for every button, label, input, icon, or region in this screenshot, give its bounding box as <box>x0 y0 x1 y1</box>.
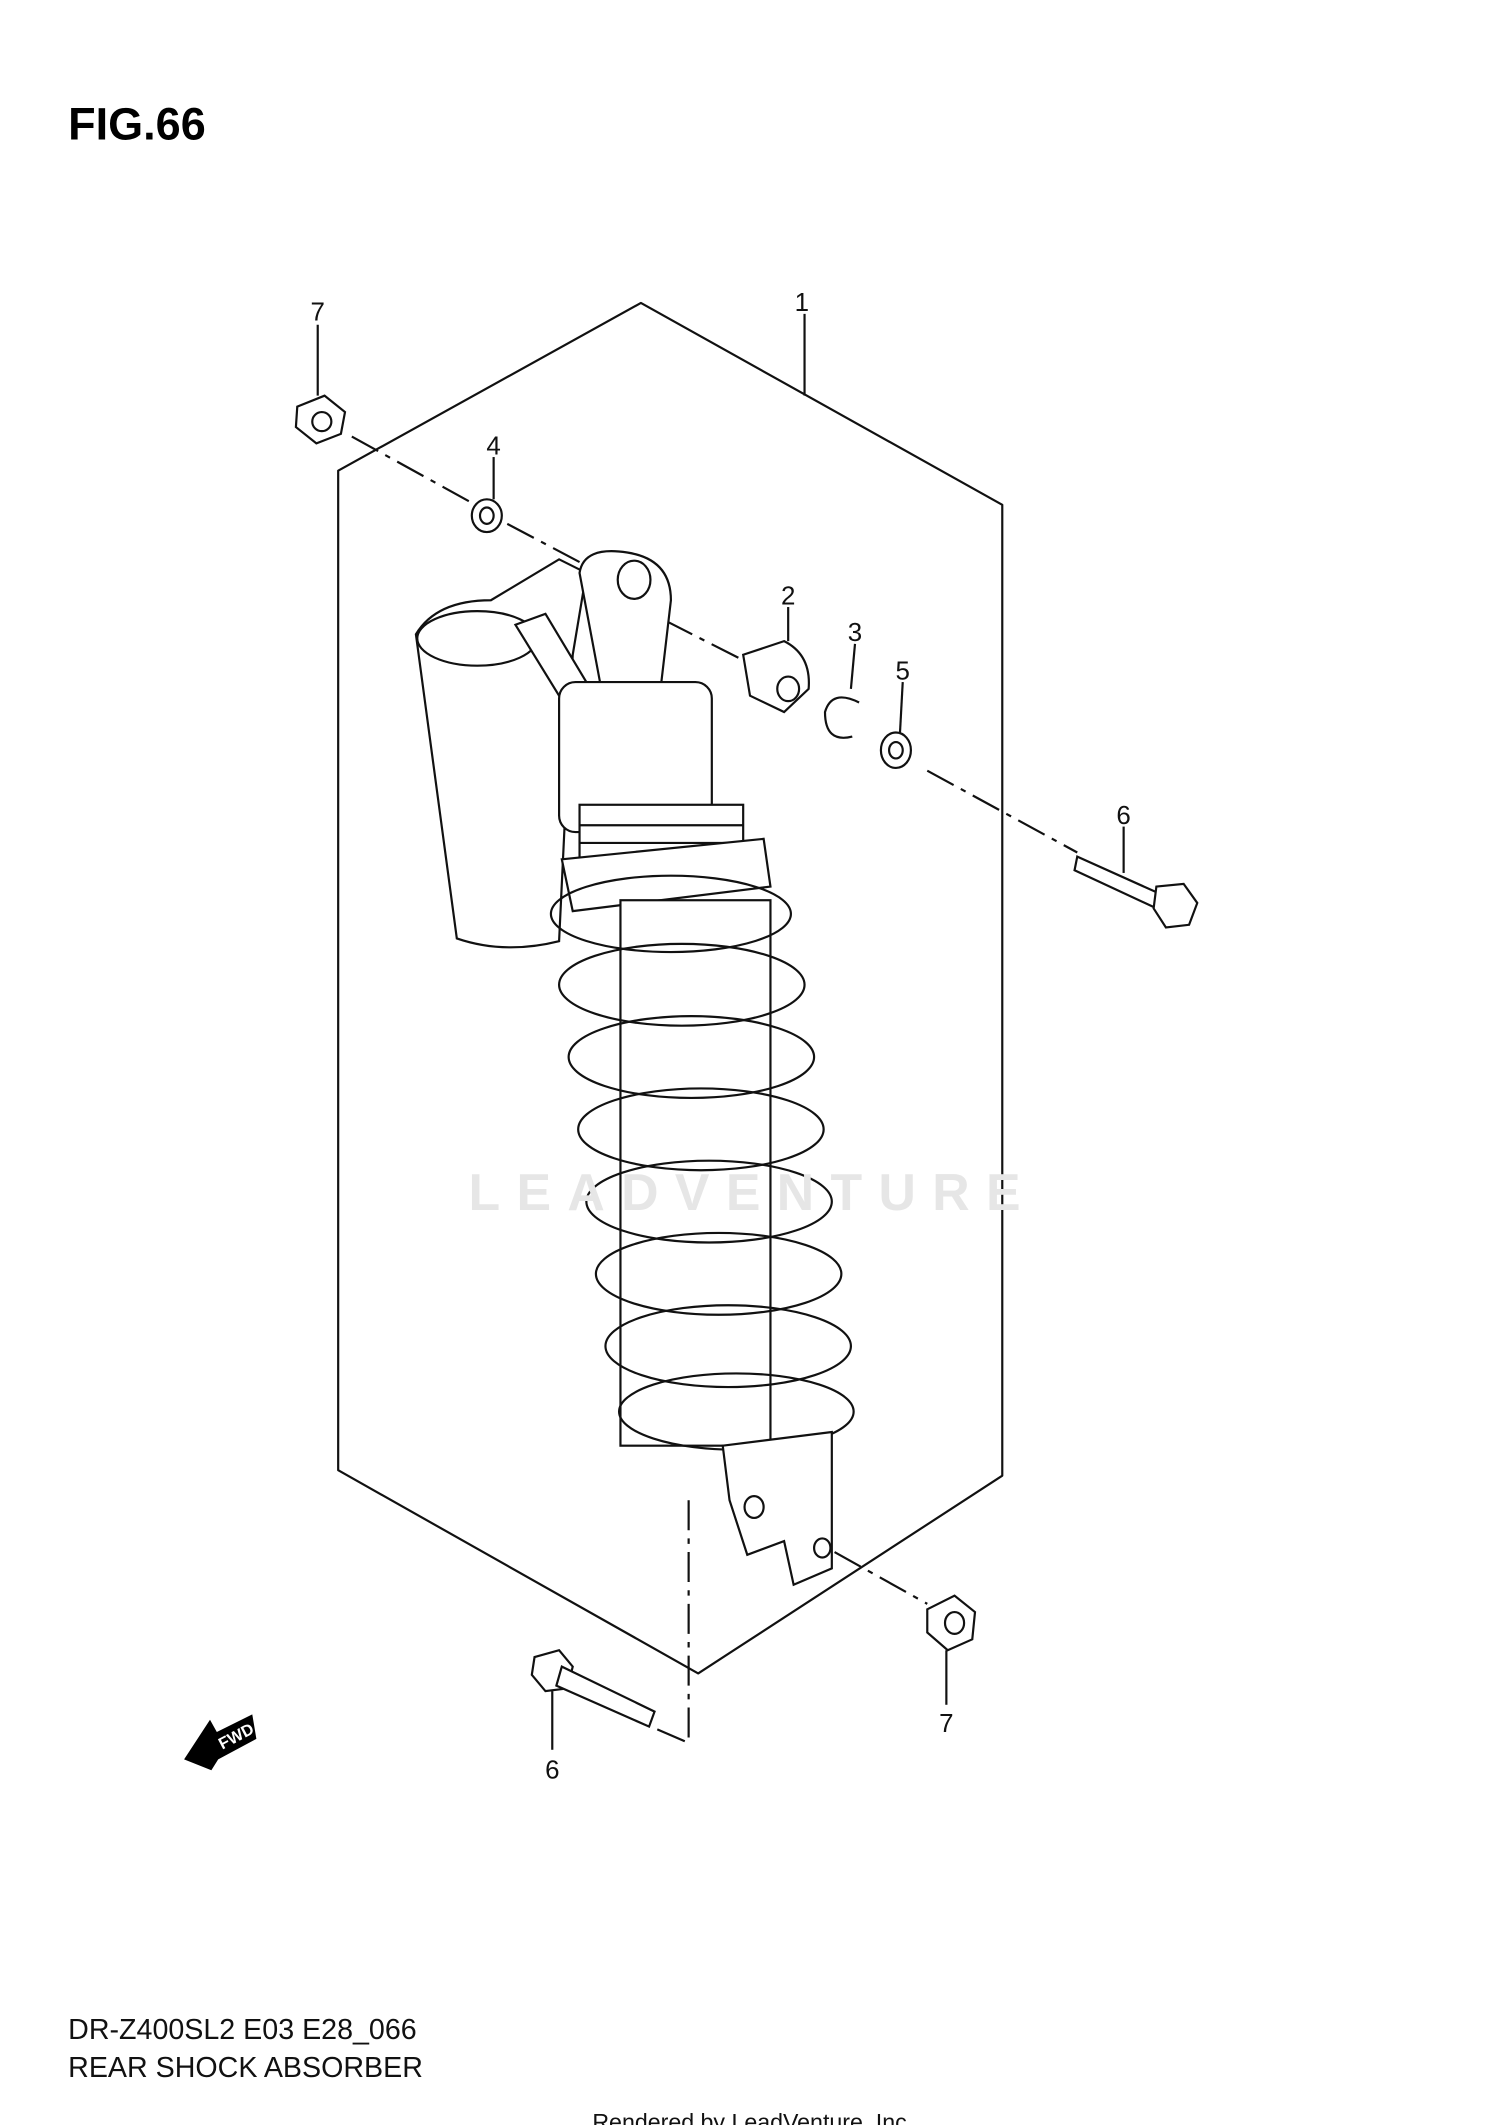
axis-lines <box>351 435 1078 1744</box>
callout-5[interactable]: 5 <box>896 657 910 685</box>
figure-title: FIG.66 <box>68 98 206 149</box>
part-2-bushing[interactable] <box>741 639 810 714</box>
part-5-washer[interactable] <box>879 731 912 770</box>
callout-6-bottom[interactable]: 6 <box>545 1756 559 1784</box>
callout-3[interactable]: 3 <box>848 619 862 647</box>
assembly-outline <box>337 301 1004 1675</box>
diagram-name: REAR SHOCK ABSORBER <box>68 2052 423 2084</box>
part-7-nut-top[interactable] <box>294 394 347 445</box>
part-6-bolt-top[interactable] <box>1073 855 1199 929</box>
callout-7-top[interactable]: 7 <box>311 299 325 327</box>
leader-lines <box>316 313 1125 1750</box>
model-code: DR-Z400SL2 E03 E28_066 <box>68 2014 417 2046</box>
callout-4[interactable]: 4 <box>486 432 500 460</box>
part-4-washer[interactable] <box>470 498 503 534</box>
part-3-circlip[interactable] <box>823 696 860 739</box>
callout-7-bottom[interactable]: 7 <box>939 1710 953 1738</box>
fwd-arrow-icon: FWD <box>184 1714 257 1771</box>
watermark: LEADVENTURE <box>468 1163 1037 1221</box>
shock-absorber <box>414 550 855 1587</box>
render-credit: Rendered by LeadVenture, Inc. <box>592 2109 913 2125</box>
callout-6-top[interactable]: 6 <box>1116 802 1130 830</box>
callout-2[interactable]: 2 <box>781 582 795 610</box>
part-6-bolt-bottom[interactable] <box>530 1648 656 1729</box>
part-7-nut-bottom[interactable] <box>926 1594 977 1652</box>
callout-1[interactable]: 1 <box>795 289 809 317</box>
